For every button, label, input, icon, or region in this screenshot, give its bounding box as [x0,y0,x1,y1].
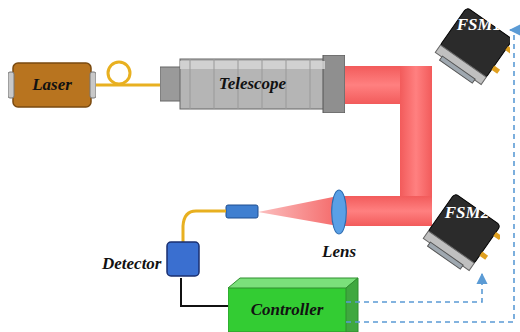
node-label: FSM2 [445,204,489,223]
laser-beam [338,196,432,226]
node-label: Laser [32,76,72,95]
node-label: Controller [251,301,324,320]
controller-side-face [346,278,358,332]
fast-steering-mirror: FSM2 [416,192,500,274]
controller-box: Controller [228,288,346,332]
fiber-loop [108,62,130,84]
connector [346,274,482,302]
node-label: Lens [322,243,356,262]
telescope-body: Telescope [160,55,345,113]
connector [181,278,228,306]
optical-fiber [183,211,226,243]
node-label: Telescope [219,75,286,94]
connector [96,84,160,87]
fast-steering-mirror: FSM1 [430,6,510,88]
lens: Lens [316,188,362,262]
node-label: FSM1 [457,16,501,35]
focused-beam [258,196,338,226]
detector: Detector [102,240,200,278]
fiber-collimator [226,205,258,218]
controller-top-face [228,278,358,288]
node-label: Detector [102,255,161,274]
laser-box: Laser [8,62,96,108]
